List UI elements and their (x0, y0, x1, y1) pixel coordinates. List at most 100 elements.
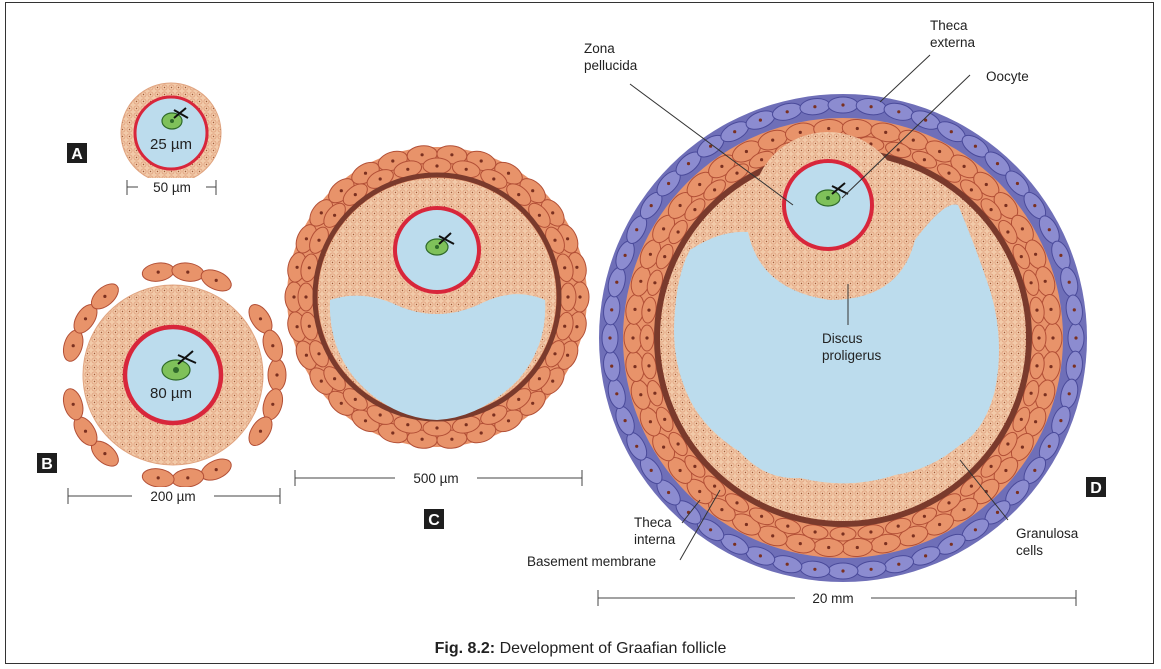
follicle-d-interna-cell-nucleus (912, 139, 915, 142)
follicle-d-interna-inner-cell-nucleus (693, 465, 696, 468)
follicle-d-interna-cell-nucleus (771, 534, 774, 537)
follicle-d-interna-inner-cell-nucleus (1020, 418, 1023, 421)
follicle-c-outer-theca-cell-nucleus (575, 325, 578, 328)
follicle-d-interna-inner-cell-nucleus (647, 309, 650, 312)
follicle-d-interna-cell-nucleus (827, 127, 830, 130)
follicle-c-inner-theca-cell-nucleus (354, 398, 357, 401)
follicle-c-inner-theca-cell-nucleus (563, 325, 566, 328)
follicle-a-inner-size: 25 µm (150, 136, 192, 153)
follicle-d-externa-cell-nucleus (635, 228, 638, 231)
follicle-d-externa-cell-nucleus (870, 105, 873, 108)
follicle-d-externa-cell-nucleus (1073, 365, 1076, 368)
follicle-d-interna-inner-cell-nucleus (947, 501, 950, 504)
svg-text:Zona: Zona (584, 41, 615, 56)
follicle-c-outer-theca-cell-nucleus (292, 295, 295, 298)
follicle-d-interna-cell-nucleus (649, 420, 652, 423)
follicle-c-outer-theca-cell-nucleus (480, 159, 483, 162)
follicle-d-interna-cell-nucleus (679, 204, 682, 207)
follicle-d-interna-inner-cell-nucleus (713, 485, 716, 488)
follicle-b-theca-cell-nucleus (215, 279, 218, 282)
follicle-c-outer-theca-cell-nucleus (575, 266, 578, 269)
follicle-c-inner-theca-cell-nucleus (333, 377, 336, 380)
follicle-d-externa-cell-nucleus (974, 528, 977, 531)
follicle-d-externa-cell-nucleus (841, 103, 844, 106)
follicle-c-outer-theca-cell-nucleus (551, 380, 554, 383)
follicle-b-theca-cell-nucleus (186, 271, 189, 274)
measure-d: 20 mm (598, 589, 1076, 607)
svg-text:pellucida: pellucida (584, 58, 638, 73)
follicle-d-interna-cell-nucleus (963, 508, 966, 511)
follicle-c-inner-theca-cell-nucleus (354, 193, 357, 196)
follicle-a: 25 µm (121, 83, 221, 183)
caption-number: Fig. 8.2: (435, 640, 495, 657)
follicle-d-externa-cell-nucleus (1016, 491, 1019, 494)
follicle-d-externa-cell-nucleus (1059, 419, 1062, 422)
follicle-d-interna-inner-cell-nucleus (947, 172, 950, 175)
follicle-c-inner-theca-cell-nucleus (465, 423, 468, 426)
follicle-d-externa-cell-nucleus (996, 511, 999, 514)
follicle-b: 80 µm (60, 261, 286, 489)
follicle-c-outer-theca-cell-nucleus (507, 419, 510, 422)
follicle-d-externa-cell-nucleus (1016, 182, 1019, 185)
follicle-d-interna-inner-cell-nucleus (647, 364, 650, 367)
follicle-b-theca-cell-nucleus (84, 430, 87, 433)
follicle-d-interna-inner-cell-nucleus (693, 208, 696, 211)
follicle-d-interna-cell-nucleus (1044, 280, 1047, 283)
follicle-d-interna-cell-nucleus (856, 546, 859, 549)
follicle-d-interna-cell-nucleus (1049, 308, 1052, 311)
follicle-d-externa-cell-nucleus (813, 105, 816, 108)
follicle-d-interna-inner-cell-nucleus (1006, 230, 1009, 233)
follicle-b-theca-cell-nucleus (275, 373, 278, 376)
follicle-a-zona (135, 97, 207, 169)
follicle-d-interna-cell-nucleus (884, 131, 887, 134)
follicle-d-interna-cell-nucleus (1049, 365, 1052, 368)
follicle-d-interna-cell-nucleus (720, 508, 723, 511)
follicle-c-outer-theca-cell-nucleus (507, 172, 510, 175)
follicle-d-externa-cell-nucleus (897, 110, 900, 113)
follicle-d-interna-inner-cell-nucleus (653, 392, 656, 395)
follicle-d-interna-inner-cell-nucleus (923, 158, 926, 161)
follicle-d-interna-inner-cell-nucleus (814, 530, 817, 533)
follicle-b-theca-cell-nucleus (271, 344, 274, 347)
follicle-c-inner-theca-cell-nucleus (465, 168, 468, 171)
badge-a: A (67, 143, 87, 163)
svg-text:C: C (428, 512, 440, 529)
measure-c-label: 500 µm (413, 471, 458, 486)
follicle-c-outer-theca-cell-nucleus (450, 153, 453, 156)
svg-text:D: D (1090, 480, 1102, 497)
follicle-c-inner-theca-cell-nucleus (492, 413, 495, 416)
follicle-d-interna-inner-cell-nucleus (897, 525, 900, 528)
follicle-d-externa-cell-nucleus (1068, 281, 1071, 284)
follicle-b-theca-cell-nucleus (72, 344, 75, 347)
follicle-d-interna-cell-nucleus (633, 365, 636, 368)
follicle-d-externa-cell-nucleus (950, 130, 953, 133)
svg-text:Theca: Theca (930, 18, 968, 33)
follicle-c-outer-theca-cell-nucleus (421, 153, 424, 156)
follicle-d-interna-cell-nucleus (679, 469, 682, 472)
follicle-c-inner-theca-cell-nucleus (308, 266, 311, 269)
follicle-d-externa-cell-nucleus (733, 543, 736, 546)
follicle-d-externa-cell-nucleus (924, 554, 927, 557)
svg-text:Theca: Theca (634, 515, 672, 530)
follicle-c-inner-theca-cell-nucleus (333, 214, 336, 217)
follicle-c-inner-theca-cell-nucleus (406, 168, 409, 171)
follicle-c-inner-theca-cell-nucleus (304, 295, 307, 298)
measure-a-label: 50 µm (153, 180, 191, 195)
follicle-d-externa-cell-nucleus (786, 110, 789, 113)
follicle-d-interna-cell-nucleus (771, 139, 774, 142)
follicle-b-theca-cell-nucleus (103, 295, 106, 298)
follicle-c-outer-theca-cell-nucleus (566, 354, 569, 357)
follicle-c-outer-theca-cell-nucleus (578, 295, 581, 298)
follicle-d-externa-cell-nucleus (687, 162, 690, 165)
follicle-d-interna-inner-cell-nucleus (869, 530, 872, 533)
follicle-d-externa-cell-nucleus (667, 491, 670, 494)
follicle-c-outer-theca-cell-nucleus (320, 380, 323, 383)
follicle-d-externa-cell-nucleus (841, 569, 844, 572)
follicle-d-externa-cell-nucleus (608, 336, 611, 339)
follicle-d-externa-cell-nucleus (1073, 308, 1076, 311)
follicle-d-interna-inner-cell-nucleus (897, 148, 900, 151)
follicle-d-interna-inner-cell-nucleus (786, 525, 789, 528)
follicle-d-externa-cell-nucleus (950, 543, 953, 546)
follicle-d-interna-cell-nucleus (698, 490, 701, 493)
badge-b: B (37, 453, 57, 473)
